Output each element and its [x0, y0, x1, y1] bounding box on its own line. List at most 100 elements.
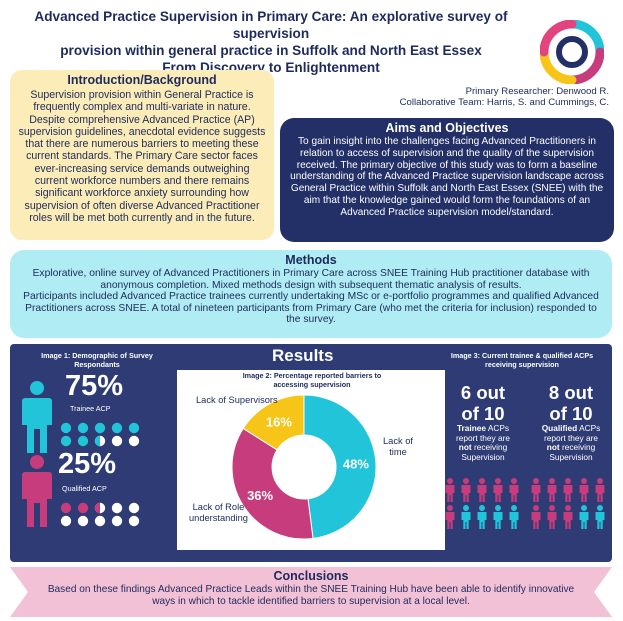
image3-title-line-2: receiving supervision — [485, 359, 559, 369]
donut-slice-lack-of-time — [303, 394, 377, 539]
qualified-count-line-1: 8 out — [548, 382, 594, 403]
conclusions-banner: Conclusions Based on these findings Adva… — [10, 567, 612, 617]
person-icon — [531, 478, 541, 502]
dot-marker — [111, 515, 123, 527]
trainee-desc-line-4: Supervision — [461, 451, 505, 462]
person-icon — [461, 505, 471, 529]
person-icon — [445, 478, 455, 502]
trainee-dot-chart — [60, 422, 140, 447]
trainee-count-line-2: of 10 — [461, 403, 505, 424]
title-line-2: provision within general practice in Suf… — [60, 43, 482, 58]
dot-marker — [128, 422, 140, 434]
snee-logo-icon — [540, 20, 604, 84]
image2-title-line-1: Image 2: Percentage reported barriers to — [242, 371, 382, 380]
aims-heading: Aims and Objectives — [385, 121, 509, 135]
conclusions-content: Conclusions Based on these findings Adva… — [40, 569, 582, 607]
donut-slice-lack-of-role-understanding — [231, 427, 314, 540]
trainee-desc-line-2: report they are — [456, 432, 510, 443]
image1-title-line-2: Respondants — [74, 359, 120, 369]
person-icon — [531, 505, 541, 529]
person-icon — [445, 505, 455, 529]
trainee-desc-not: not — [458, 442, 472, 452]
qualified-person-icon — [22, 455, 52, 527]
person-icon — [595, 478, 605, 502]
person-icon — [579, 505, 589, 529]
trainee-label: Trainee ACP — [70, 404, 111, 413]
dot-marker — [128, 435, 140, 447]
pie-label-time-line-2: time — [389, 447, 407, 457]
dot-marker — [94, 515, 106, 527]
collaborative-team: Collaborative Team: Harris, S. and Cummi… — [399, 97, 609, 108]
trainee-desc-rest: ACPs — [486, 423, 510, 433]
methods-paragraph-1: Explorative, online survey of Advanced P… — [32, 268, 590, 291]
qualified-description: Qualified ACPs report they are not recei… — [530, 423, 612, 462]
person-icon — [493, 505, 503, 529]
qualified-dot-chart — [60, 502, 140, 527]
pie-chart-panel: Image 2: Percentage reported barriers to… — [177, 370, 445, 550]
qualified-desc-not: not — [546, 442, 560, 452]
dot-marker — [60, 422, 72, 434]
trainee-percentage: 75% — [65, 370, 124, 402]
image2-title-line-2: accessing supervision — [273, 379, 351, 389]
dot-marker — [77, 422, 89, 434]
qualified-desc-line-4: Supervision — [549, 451, 593, 462]
dot-marker — [128, 502, 140, 514]
qualified-people-grid — [531, 478, 605, 529]
image3-title-line-1: Image 3: Current trainee & qualified ACP… — [450, 351, 594, 360]
introduction-heading: Introduction/Background — [67, 73, 217, 87]
dot-marker-half — [94, 435, 100, 447]
qualified-count: 8 out of 10 — [534, 382, 608, 424]
dot-marker — [128, 515, 140, 527]
person-icon — [563, 505, 573, 529]
pie-label-time: Lack of time — [383, 436, 413, 458]
qualified-label: Qualified ACP — [62, 484, 107, 493]
dot-marker — [94, 422, 106, 434]
conclusions-ribbon-shape — [10, 567, 612, 617]
trainee-person-icon — [22, 381, 52, 453]
dot-marker-half — [94, 502, 100, 514]
dot-marker — [60, 515, 72, 527]
donut-value-label-lack-of-role-understanding: 36% — [247, 488, 273, 503]
person-icon — [509, 478, 519, 502]
dot-marker — [60, 502, 72, 514]
trainee-description: Trainee ACPs report they are not receivi… — [442, 423, 524, 462]
conclusions-body: Based on these findings Advanced Practic… — [47, 584, 575, 607]
donut-value-label-lack-of-supervisors: 16% — [266, 414, 292, 429]
dot-marker — [111, 502, 123, 514]
researchers-block: Primary Researcher: Denwood R. Collabora… — [400, 86, 609, 108]
primary-researcher: Primary Researcher: Denwood R. — [465, 86, 609, 97]
dot-marker — [60, 435, 72, 447]
results-heading: Results — [272, 346, 334, 365]
pie-label-supervisors: Lack of Supervisors — [196, 395, 278, 405]
pie-label-time-line-1: Lack of — [383, 436, 413, 446]
trainee-count: 6 out of 10 — [446, 382, 520, 424]
image3-title: Image 3: Current trainee & qualified ACP… — [442, 351, 602, 369]
image2-title: Image 2: Percentage reported barriers to… — [227, 371, 397, 389]
person-icon — [595, 505, 605, 529]
introduction-box: Introduction/Background Supervision prov… — [10, 70, 274, 240]
image1-title: Image 1: Demographic of Survey Respondan… — [22, 351, 172, 369]
pie-label-role: Lack of Role understanding — [189, 502, 248, 524]
introduction-body: Supervision provision within General Pra… — [18, 89, 266, 224]
qualified-desc-rest: ACPs — [577, 423, 601, 433]
poster-title: Advanced Practice Supervision in Primary… — [6, 8, 536, 76]
dot-marker — [77, 502, 89, 514]
qualified-desc-bold: Qualified — [541, 423, 578, 433]
methods-paragraph-2: Participants included Advanced Practice … — [23, 291, 599, 326]
person-icon — [509, 505, 519, 529]
methods-box: Methods Explorative, online survey of Ad… — [10, 250, 612, 338]
aims-body: To gain insight into the challenges faci… — [290, 136, 604, 218]
person-icon — [547, 505, 557, 529]
person-icon — [477, 478, 487, 502]
qualified-desc-line-2: report they are — [544, 432, 598, 443]
barriers-donut-chart: 48%36%16% — [231, 394, 377, 540]
trainee-desc-line-3: receiving — [471, 442, 508, 452]
pie-label-role-line-1: Lack of Role — [192, 502, 245, 512]
person-icon — [579, 478, 589, 502]
methods-heading: Methods — [285, 253, 337, 267]
pie-label-role-line-2: understanding — [189, 513, 248, 523]
results-panel: Image 1: Demographic of Survey Respondan… — [10, 344, 612, 562]
dot-marker — [77, 435, 89, 447]
aims-box: Aims and Objectives To gain insight into… — [280, 118, 614, 242]
dot-marker — [111, 435, 123, 447]
